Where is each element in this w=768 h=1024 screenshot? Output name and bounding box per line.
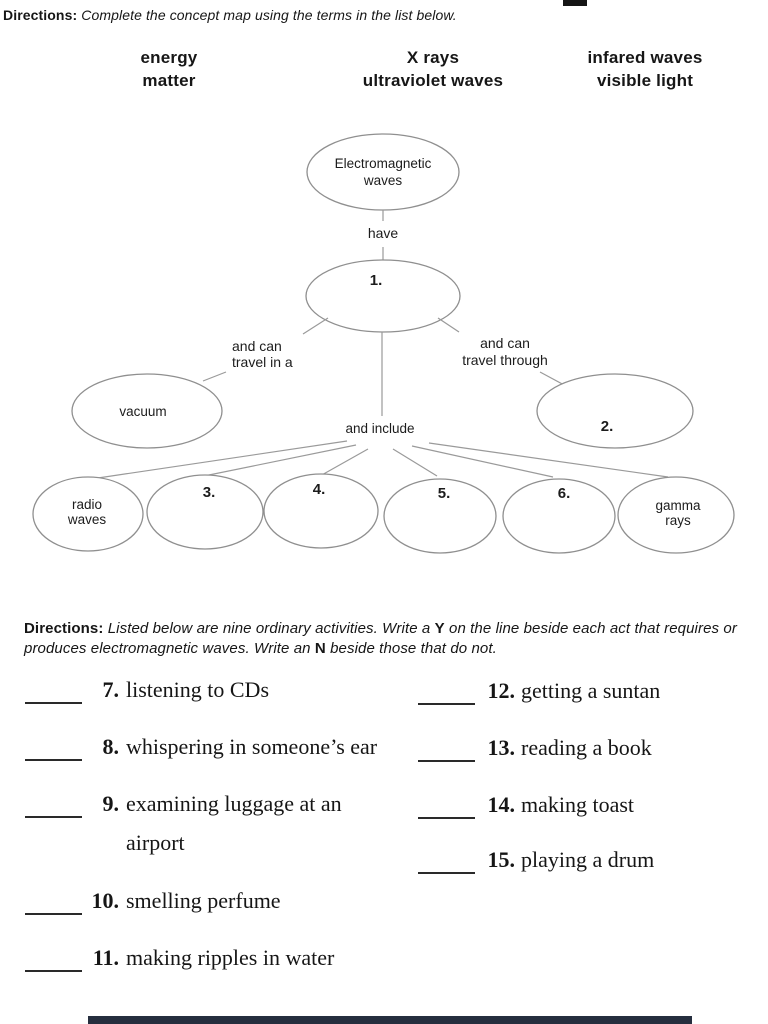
page-edge-bar	[88, 1016, 692, 1024]
item-number: 15.	[487, 847, 516, 872]
directions-2: Directions: Listed below are nine ordina…	[24, 619, 750, 659]
item-number: 9.	[102, 791, 120, 816]
node-electromagnetic-waves-label-2: waves	[363, 173, 403, 188]
activity-item-15: 15. playing a drum	[418, 847, 654, 874]
edge-and-include-label: and include	[345, 421, 414, 436]
node-gamma-rays-label-1: gamma	[655, 498, 701, 513]
edge-include-5	[392, 448, 438, 477]
term-ultraviolet-waves: ultraviolet waves	[362, 71, 504, 90]
node-radio-waves-label-2: waves	[67, 512, 107, 527]
item-text: smelling perfume	[126, 888, 281, 913]
edge-travel-through-label-1: and can	[480, 335, 530, 351]
blank-node-6[interactable]	[502, 478, 616, 554]
edge-include-radio	[97, 440, 348, 479]
answer-blank-14[interactable]	[418, 792, 475, 819]
answer-blank-12[interactable]	[418, 678, 475, 705]
item-text: getting a suntan	[521, 678, 661, 703]
blank-node-5-number: 5.	[438, 485, 451, 502]
term-x-rays: X rays	[406, 48, 460, 67]
term-infared-waves: infared waves	[587, 48, 703, 67]
term-energy: energy	[140, 48, 198, 67]
activity-item-9: 9. examining luggage at an	[25, 791, 342, 818]
item-number: 12.	[487, 678, 516, 703]
activity-item-10: 10. smelling perfume	[25, 888, 281, 915]
item-text: reading a book	[521, 735, 652, 760]
directions-1-label: Directions:	[3, 7, 78, 23]
item-number: 13.	[487, 735, 516, 760]
edge-node1-right	[437, 317, 460, 333]
item-text: listening to CDs	[126, 677, 270, 702]
edge-include-3	[203, 444, 357, 477]
answer-blank-9[interactable]	[25, 791, 82, 818]
blank-node-4-number: 4.	[313, 481, 326, 498]
term-bank-column-1: energy matter	[69, 46, 269, 92]
activity-item-9-line-2: airport	[126, 830, 185, 855]
blank-node-2[interactable]	[536, 373, 694, 449]
blank-node-4[interactable]	[263, 473, 379, 549]
answer-blank-15[interactable]	[418, 847, 475, 874]
item-number: 10.	[91, 888, 120, 913]
node-gamma-rays	[617, 476, 735, 554]
edge-include-gamma	[428, 442, 669, 478]
node-vacuum	[71, 373, 223, 449]
directions-1: Directions: Complete the concept map usi…	[3, 7, 457, 23]
edge-node1-left	[302, 317, 329, 335]
blank-node-3[interactable]	[146, 474, 264, 550]
item-text: whispering in someone’s ear	[126, 734, 378, 759]
answer-blank-7[interactable]	[25, 677, 82, 704]
activity-item-13: 13. reading a book	[418, 735, 652, 762]
edge-travel-in-a-label-1: and can	[232, 338, 282, 354]
node-electromagnetic-waves-label-1: Electromagnetic	[335, 156, 432, 171]
node-radio-waves	[32, 476, 144, 552]
edge-have-label: have	[368, 225, 399, 241]
directions-2-label: Directions:	[24, 620, 104, 637]
node-radio-waves-label-1: radio	[72, 497, 102, 512]
item-number: 7.	[102, 677, 120, 702]
blank-node-3-number: 3.	[203, 484, 216, 501]
directions-2-text-b: on the line beside each act that require…	[24, 620, 737, 657]
answer-blank-11[interactable]	[25, 945, 82, 972]
blank-node-1[interactable]	[305, 259, 461, 333]
activity-item-12: 12. getting a suntan	[418, 678, 660, 705]
node-electromagnetic-waves	[306, 133, 460, 211]
activity-item-14: 14. making toast	[418, 792, 634, 819]
cropped-title-mark	[563, 0, 587, 6]
answer-blank-13[interactable]	[418, 735, 475, 762]
item-number: 8.	[102, 734, 120, 759]
activity-item-7: 7. listening to CDs	[25, 677, 269, 704]
item-number: 14.	[487, 792, 516, 817]
item-text: examining luggage at an	[126, 791, 342, 816]
answer-blank-8[interactable]	[25, 734, 82, 761]
blank-node-2-number: 2.	[601, 418, 614, 435]
item-text: making toast	[521, 792, 635, 817]
directions-2-text-a: Listed below are nine ordinary activitie…	[103, 620, 435, 637]
term-matter: matter	[142, 71, 196, 90]
edge-left-vacuum	[202, 371, 227, 382]
blank-node-6-number: 6.	[558, 485, 571, 502]
node-gamma-rays-label-2: rays	[665, 513, 691, 528]
directions-1-text: Complete the concept map using the terms…	[81, 7, 457, 23]
answer-blank-10[interactable]	[25, 888, 82, 915]
term-visible-light: visible light	[596, 71, 694, 90]
term-bank-column-3: infared waves visible light	[545, 46, 745, 92]
blank-node-1-number: 1.	[370, 272, 383, 289]
activity-item-11: 11. making ripples in water	[25, 945, 334, 972]
edge-travel-through-label-2: travel through	[462, 352, 548, 368]
term-bank-column-2: X rays ultraviolet waves	[333, 46, 533, 92]
directions-2-text-c: beside those that do not.	[325, 640, 497, 657]
blank-node-5[interactable]	[383, 478, 497, 554]
edge-include-6	[411, 445, 554, 478]
item-text: making ripples in water	[126, 945, 335, 970]
directions-2-bold-y: Y	[434, 620, 445, 637]
item-text: playing a drum	[521, 847, 655, 872]
activity-item-8: 8. whispering in someone’s ear	[25, 734, 377, 761]
node-vacuum-label: vacuum	[119, 404, 166, 419]
concept-map: Electromagnetic waves have 1. and can tr…	[32, 133, 735, 554]
directions-2-bold-n: N	[314, 640, 326, 657]
edge-include-4	[319, 448, 369, 477]
item-number: 11.	[92, 945, 119, 970]
edge-travel-in-a-label-2: travel in a	[232, 354, 293, 370]
